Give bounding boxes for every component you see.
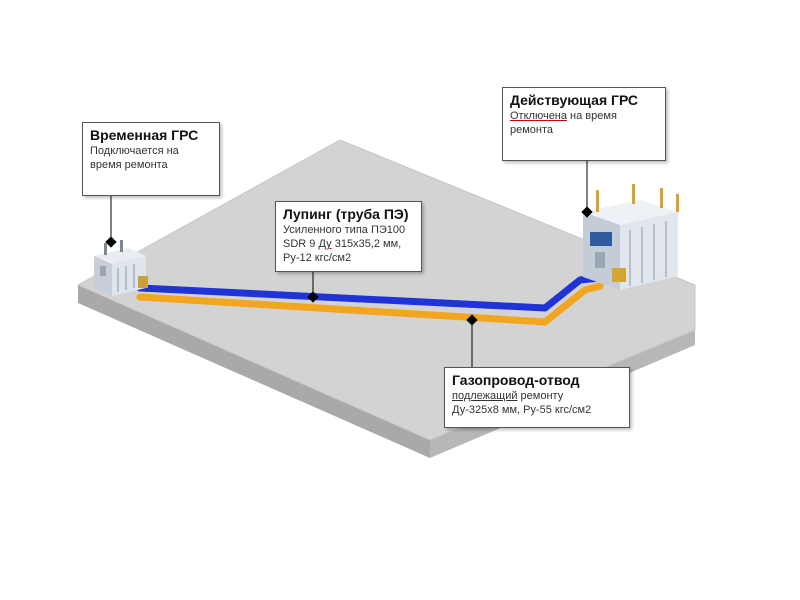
temporary-grs-title: Временная ГРС (90, 127, 199, 143)
looping-line-2-c: 315х35,2 мм, (331, 238, 402, 250)
looping-line-2-b: Ду (318, 238, 332, 250)
active-grs-disabled-word: Отключена (510, 110, 567, 122)
looping-line-1: Усиленного типа ПЭ100 (283, 224, 406, 236)
active-grs-title: Действующая ГРС (510, 92, 639, 108)
temporary-grs-line-2: время ремонта (90, 159, 168, 171)
active-grs-line-2: ремонта (510, 124, 554, 136)
branch-pipeline-callout: Газопровод-отвод подлежащий ремонту Ду-3… (444, 367, 630, 428)
looping-callout: Лупинг (труба ПЭ) Усиленного типа ПЭ100 … (275, 201, 422, 272)
active-grs-line-1-rest: на время (567, 110, 617, 122)
looping-title: Лупинг (труба ПЭ) (283, 206, 409, 222)
gas-station-icon (583, 184, 679, 290)
branch-pipeline-line-2: Ду-325х8 мм, Ру-55 кгс/см2 (452, 404, 592, 416)
branch-pipeline-underlined-word: подлежащий (452, 390, 518, 402)
looping-line-3: Ру-12 кгс/см2 (283, 252, 352, 264)
gas-station-icon (94, 240, 148, 296)
branch-pipeline-line-1-rest: ремонту (517, 390, 564, 402)
branch-pipeline-line (136, 282, 604, 326)
temporary-grs-station (94, 240, 148, 296)
active-grs-line-1: Отключена на время (510, 109, 658, 123)
looping-line-2: SDR 9 Ду 315х35,2 мм, (283, 237, 414, 251)
temporary-grs-callout: Временная ГРС Подключается на время ремо… (82, 122, 220, 196)
looping-line-2-a: SDR 9 (283, 238, 319, 250)
branch-pipeline-title: Газопровод-отвод (452, 372, 580, 388)
temporary-grs-line-1: Подключается на (90, 145, 179, 157)
branch-pipeline-line-1: подлежащий ремонту (452, 389, 622, 403)
leader-lines (110, 161, 588, 367)
active-grs-station (583, 184, 679, 290)
active-grs-callout: Действующая ГРС Отключена на время ремон… (502, 87, 666, 161)
